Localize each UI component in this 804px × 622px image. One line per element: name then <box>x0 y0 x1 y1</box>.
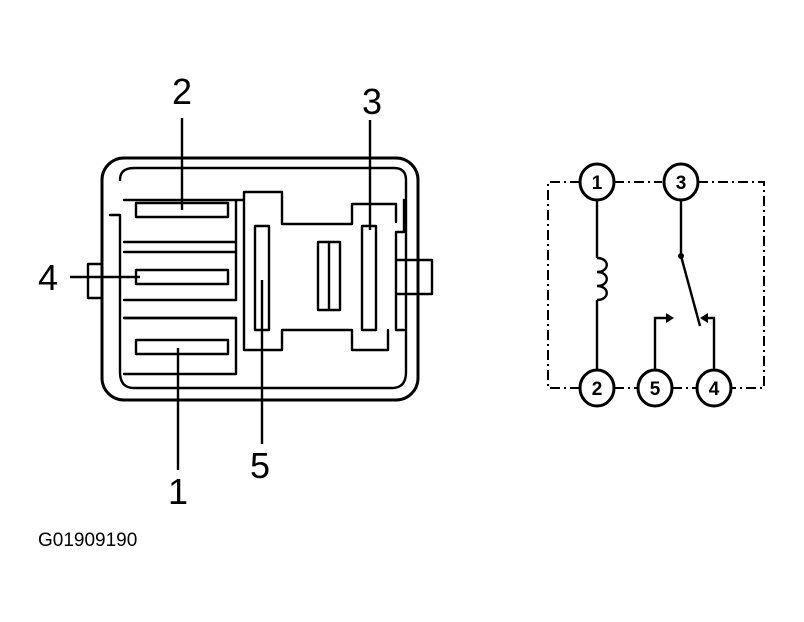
callout-pin-1: 1 <box>168 471 188 512</box>
callout-pin-4: 4 <box>38 257 58 298</box>
node-1-label: 1 <box>592 173 603 194</box>
schematic-nodes: 1 3 2 5 4 <box>578 162 733 408</box>
leader-lines <box>70 118 372 470</box>
switch-arm <box>679 255 702 327</box>
node-2: 2 <box>578 368 616 408</box>
relay-housing-inner <box>108 166 408 390</box>
internal-cavity <box>122 190 398 352</box>
left-connector-tab <box>86 262 104 300</box>
internal-walls <box>122 240 238 376</box>
callout-pin-2: 2 <box>172 71 192 112</box>
relay-housing-outer <box>100 156 420 402</box>
schematic-outer-loop <box>547 181 765 389</box>
figure-code: G01909190 <box>38 530 137 551</box>
node-3-label: 3 <box>676 173 687 194</box>
node-1: 1 <box>578 162 616 202</box>
callout-pin-3: 3 <box>362 81 382 122</box>
node-5: 5 <box>636 368 674 408</box>
node-4-label: 4 <box>709 379 720 400</box>
contact-no-arrow <box>700 313 708 323</box>
right-side-channel <box>394 198 420 332</box>
coil-icon <box>596 256 608 302</box>
relay-schematic <box>547 181 765 389</box>
relay-body <box>86 156 434 402</box>
right-connector-tab <box>416 258 434 296</box>
blade-pin-1 <box>134 338 230 356</box>
contact-nc-arrow <box>666 313 674 323</box>
blade-pin-3 <box>360 224 378 332</box>
blade-pin-4 <box>134 268 230 286</box>
callout-pin-5: 5 <box>250 445 270 486</box>
node-5-label: 5 <box>650 379 661 400</box>
contact-nc-wire <box>653 316 668 370</box>
node-4: 4 <box>695 368 733 408</box>
node-2-label: 2 <box>592 379 603 400</box>
node-3: 3 <box>662 162 700 202</box>
contact-no-wire <box>706 316 716 370</box>
relay-blades <box>134 201 378 356</box>
